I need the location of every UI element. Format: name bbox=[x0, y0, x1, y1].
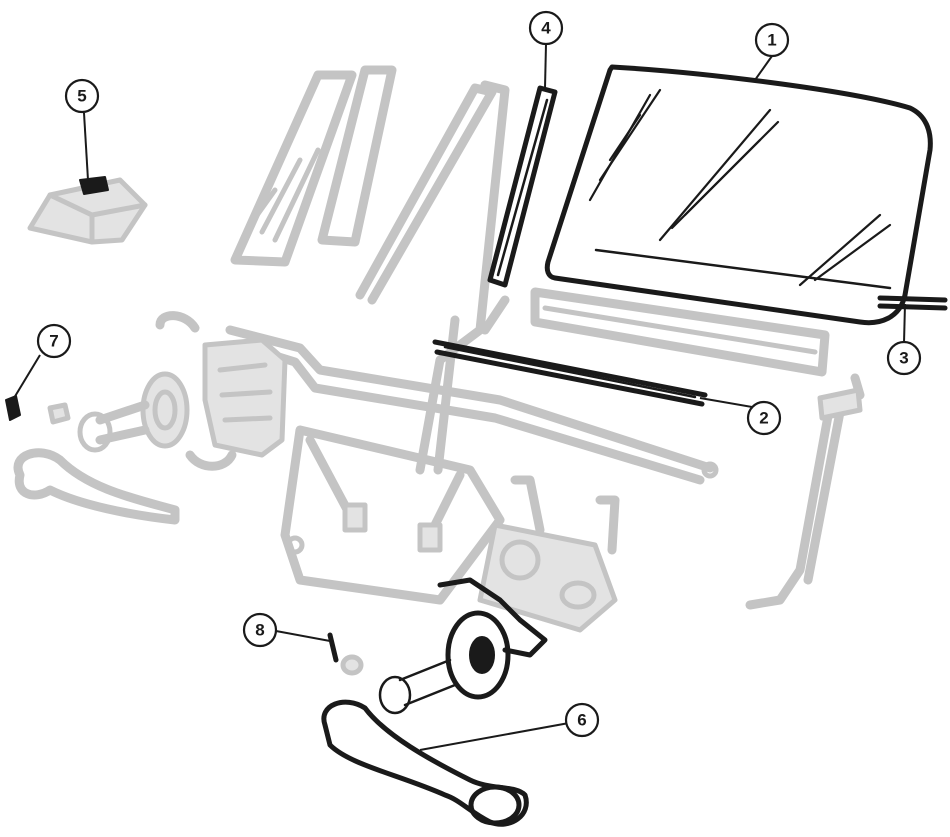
ghost-door-assembly bbox=[13, 65, 865, 633]
part-4-vertical-seal bbox=[487, 85, 558, 288]
callout-4-label: 4 bbox=[541, 19, 551, 38]
part-1-door-glass bbox=[544, 64, 933, 326]
callout-5-label: 5 bbox=[77, 87, 86, 106]
callout-2: 2 bbox=[746, 400, 782, 436]
callout-3-label: 3 bbox=[899, 349, 908, 368]
callout-7-label: 7 bbox=[49, 332, 58, 351]
part-5-bracket bbox=[27, 176, 148, 245]
part-3-waist-seal bbox=[877, 295, 948, 311]
callout-7: 7 bbox=[36, 323, 72, 359]
callout-8: 8 bbox=[242, 612, 278, 648]
callout-4: 4 bbox=[528, 10, 564, 46]
glass-reflection-hatching bbox=[588, 88, 892, 287]
callout-3: 3 bbox=[886, 340, 922, 376]
ghost-lower-channel bbox=[530, 287, 830, 377]
part-8-spring-clip bbox=[327, 632, 364, 676]
callout-8-label: 8 bbox=[255, 621, 264, 640]
part-2-channel-seal bbox=[432, 339, 708, 407]
ghost-regulator-frame bbox=[280, 425, 505, 605]
callout-6-label: 6 bbox=[577, 711, 586, 730]
ghost-outer-handle bbox=[13, 371, 190, 525]
callout-1: 1 bbox=[754, 22, 790, 58]
ghost-quarter-light bbox=[230, 65, 497, 305]
ghost-winder-gearbox bbox=[477, 475, 620, 633]
callout-5: 5 bbox=[64, 78, 100, 114]
ghost-door-stay bbox=[745, 373, 865, 610]
callout-1-label: 1 bbox=[767, 31, 776, 50]
callout-2-label: 2 bbox=[759, 409, 768, 428]
part-7-clip bbox=[5, 395, 21, 421]
callout-6: 6 bbox=[564, 702, 600, 738]
part-6-winder-handle bbox=[321, 577, 548, 827]
ghost-lock-mechanism bbox=[155, 311, 288, 471]
